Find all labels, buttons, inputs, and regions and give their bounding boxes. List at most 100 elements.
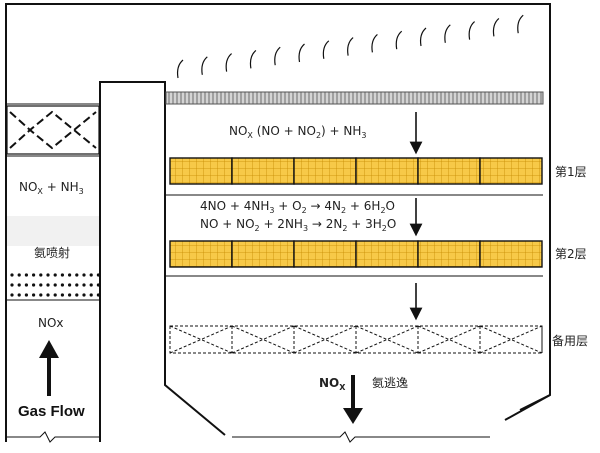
guide-vanes: [176, 14, 524, 79]
injection-dot: [46, 283, 50, 287]
spare-module-cross: [169, 325, 233, 354]
flow-rectifier-grating: [165, 91, 544, 105]
injection-dot: [60, 273, 64, 277]
layer-dividers: [166, 194, 543, 277]
catalyst-module: [417, 240, 481, 268]
reaction-equation-2: NO + NO2 + 2NH3 → 2N2 + 3H2O: [200, 217, 396, 233]
catalyst-module: [293, 240, 357, 268]
guide-vane: [419, 27, 427, 47]
catalyst-layer-1: [169, 157, 543, 185]
injection-dot: [75, 283, 79, 287]
injection-dot: [89, 273, 93, 277]
outlet-funnel-right: [504, 394, 551, 421]
injection-dot: [39, 293, 43, 297]
injection-dot: [75, 273, 79, 277]
injection-dot: [24, 293, 28, 297]
catalyst-module: [355, 240, 419, 268]
duct-dividers: [7, 155, 99, 301]
injection-dot: [46, 273, 50, 277]
injection-dot: [46, 293, 50, 297]
injection-dot: [53, 283, 57, 287]
catalyst-module: [479, 240, 543, 268]
catalyst-layer-2: [169, 240, 543, 268]
ammonia-injection-label: 氨喷射: [34, 245, 70, 260]
guide-vane: [444, 24, 451, 43]
injection-dot: [53, 293, 57, 297]
guide-vane: [347, 37, 354, 56]
spare-module-cross: [355, 325, 419, 354]
spare-module-cross: [293, 325, 357, 354]
mixer-zigzag: [9, 128, 97, 150]
guide-vane: [468, 21, 476, 40]
injection-dot: [24, 283, 28, 287]
injection-dot: [82, 273, 86, 277]
injection-dot: [39, 283, 43, 287]
injection-dot: [17, 283, 21, 287]
catalyst-module: [231, 240, 295, 268]
guide-vane: [249, 49, 257, 69]
injection-dot: [82, 283, 86, 287]
duct-inlet-label: NOx: [38, 316, 64, 330]
injection-dot: [31, 273, 36, 277]
injection-dot: [10, 283, 14, 287]
layer-2-label: 第2层: [555, 247, 587, 261]
injection-dot: [53, 273, 57, 277]
catalyst-module: [169, 157, 233, 185]
layer-1-label: 第1层: [555, 165, 587, 179]
spare-catalyst-layer: [169, 325, 543, 354]
duct-mixture-label: NOX + NH3: [19, 180, 84, 196]
spare-layer-label: 备用层: [552, 334, 588, 348]
gas-flow-arrow: [39, 340, 59, 396]
injection-dot: [75, 293, 79, 297]
duct-shading: [7, 216, 99, 246]
ammonia-injection-nozzles: [10, 273, 100, 297]
catalyst-module: [355, 157, 419, 185]
injection-dot: [89, 293, 93, 297]
guide-vane: [371, 33, 378, 53]
inlet-reactants: NOX (NO + NO2) + NH3: [229, 124, 367, 140]
ammonia-slip-label: 氨逃逸: [372, 376, 408, 390]
injection-dot: [31, 283, 36, 287]
gas-flow-label: Gas Flow: [18, 403, 85, 420]
injection-dot: [60, 283, 64, 287]
injection-dot: [10, 293, 14, 297]
catalyst-module: [479, 157, 543, 185]
injection-dot: [39, 273, 43, 277]
mixer-zigzag: [9, 110, 97, 132]
spare-module-cross: [417, 325, 481, 354]
injection-dot: [96, 273, 100, 277]
injection-dot: [17, 293, 21, 297]
injection-dot: [96, 283, 100, 287]
injection-dot: [96, 293, 100, 297]
outlet-arrow: [343, 375, 363, 424]
break-marks: [6, 431, 490, 443]
guide-vane: [298, 43, 305, 63]
injection-dot: [68, 293, 72, 297]
injection-dot: [68, 273, 72, 277]
injection-dot: [17, 273, 21, 277]
outlet-nox-label: NOX: [319, 376, 346, 392]
guide-vane: [201, 56, 208, 75]
spare-module-cross: [479, 325, 543, 354]
catalyst-module: [169, 240, 233, 268]
catalyst-module: [417, 157, 481, 185]
static-mixer: [6, 105, 100, 155]
injection-dot: [10, 273, 14, 277]
catalyst-module: [231, 157, 295, 185]
catalyst-module: [293, 157, 357, 185]
injection-dot: [60, 293, 64, 297]
injection-dot: [89, 283, 93, 287]
guide-vane: [395, 30, 403, 50]
guide-vane: [322, 40, 330, 59]
guide-vane: [225, 53, 233, 72]
guide-vane: [176, 59, 184, 79]
injection-dot: [82, 293, 86, 297]
guide-vane: [274, 46, 281, 66]
reaction-equation-1: 4NO + 4NH3 + O2 → 4N2 + 6H2O: [200, 199, 395, 215]
spare-module-cross: [231, 325, 295, 354]
injection-dot: [24, 273, 28, 277]
injection-dot: [31, 293, 36, 297]
guide-vane: [492, 17, 500, 37]
guide-vane: [517, 14, 524, 34]
